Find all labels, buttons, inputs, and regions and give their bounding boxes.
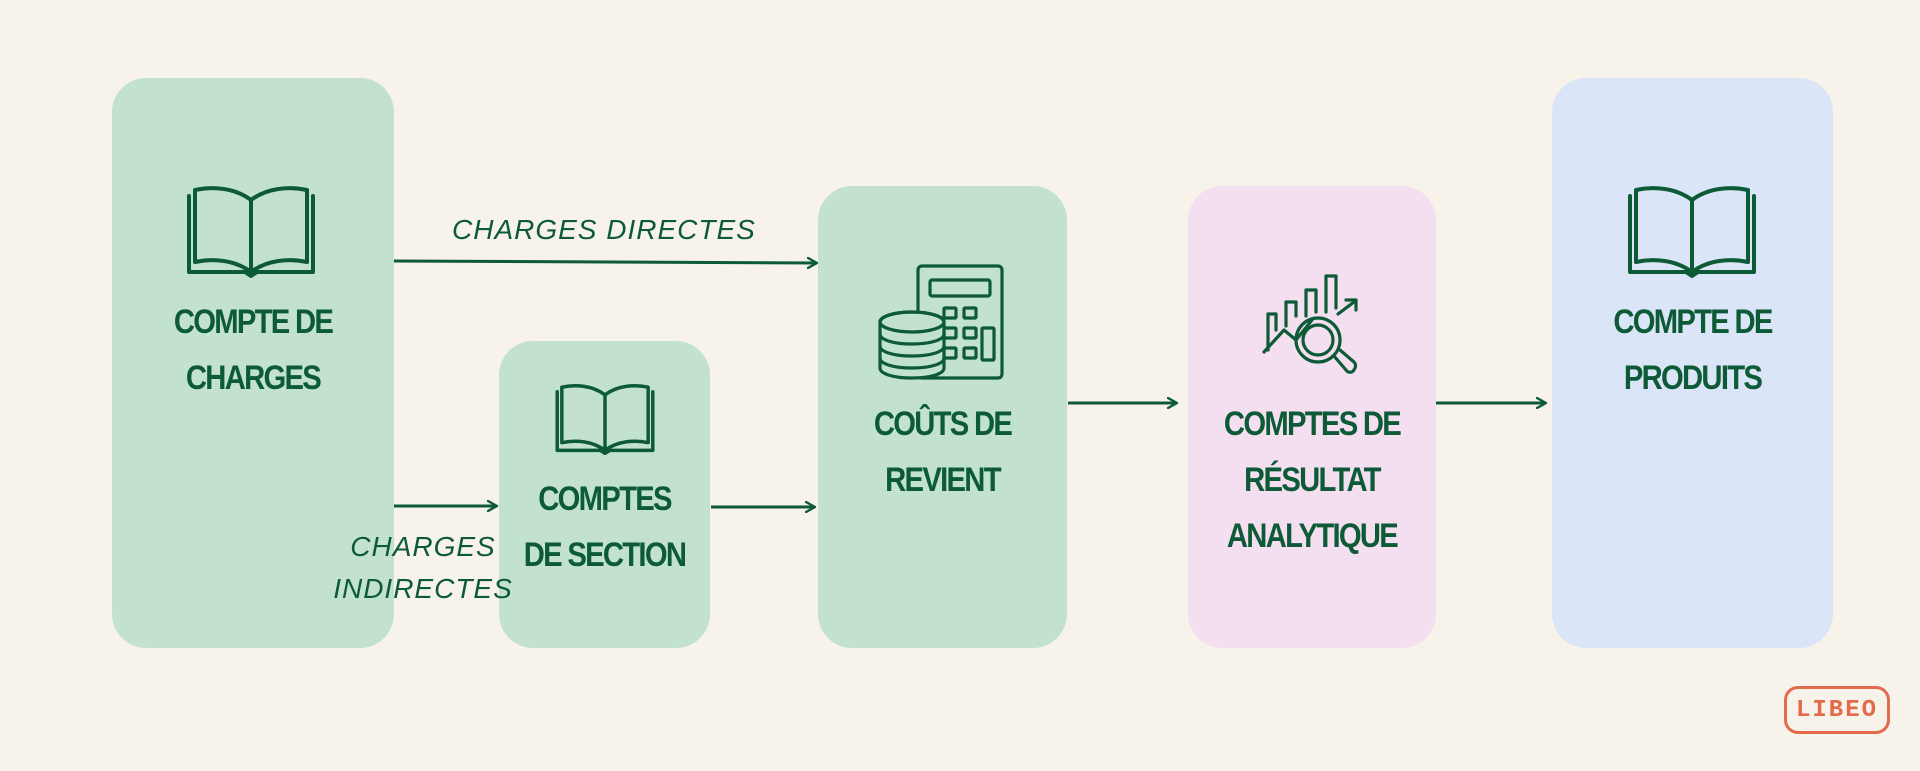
node-compte-de-produits: COMPTE DE PRODUITS: [1552, 78, 1833, 648]
node-title: COMPTE DE PRODUITS: [1613, 303, 1773, 397]
label-charges-directes: CHARGES DIRECTES: [452, 214, 756, 245]
node-title: COMPTES DE SECTION: [523, 480, 687, 574]
node-comptes-de-section: COMPTES DE SECTION: [499, 341, 710, 648]
book-icon: [185, 182, 317, 278]
chart-magnifier-icon: [1262, 260, 1372, 380]
libeo-logo: LIBEO: [1784, 686, 1890, 734]
node-title: COÛTS DE REVIENT: [873, 405, 1013, 499]
label-charges-indirectes: CHARGES INDIRECTES: [333, 531, 513, 604]
node-compte-de-charges: COMPTE DE CHARGES: [112, 78, 394, 648]
node-couts-de-revient: COÛTS DE REVIENT: [818, 186, 1067, 648]
node-title: COMPTE DE CHARGES: [173, 303, 334, 397]
node-comptes-de-resultat-analytique: COMPTES DE RÉSULTAT ANALYTIQUE: [1188, 186, 1436, 648]
arrow-direct-charges: [393, 261, 817, 263]
book-icon: [553, 381, 657, 455]
node-title: COMPTES DE RÉSULTAT ANALYTIQUE: [1223, 405, 1402, 555]
calculator-coins-icon: [878, 264, 1008, 380]
book-icon: [1626, 182, 1758, 278]
